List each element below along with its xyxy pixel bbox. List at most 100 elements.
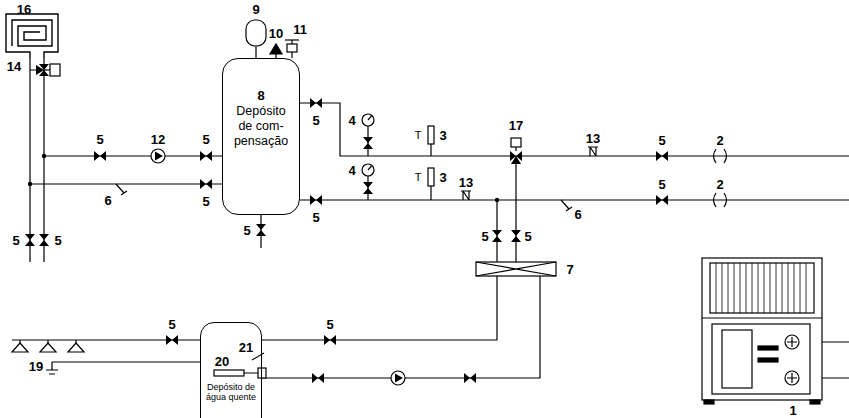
buffer-tank: 8Depósito de com- pensação [222,58,300,215]
callout-number: 5 [243,224,250,237]
callout-number: 5 [326,318,333,331]
callout-number: 5 [481,230,488,243]
shower-head [68,343,84,352]
thermometer [428,168,434,186]
valve-symbol [200,151,212,161]
callout-number: 5 [168,318,175,331]
callout-number: 5 [658,178,665,191]
valve-symbol [310,195,322,205]
callout-number: 5 [658,134,665,147]
valve-symbol [324,335,336,345]
pressure-gauge [362,114,374,126]
valve-symbol [310,98,322,108]
unit-casing [702,258,822,400]
pipe [368,126,431,200]
drain-tap [46,362,58,374]
exchanger-cross [476,262,556,276]
gauges [362,114,434,194]
tank-fittings [246,20,299,54]
callout-number: 13 [459,176,473,189]
valve-symbol [200,179,212,189]
callout-number: 5 [202,133,209,146]
pipe [300,103,849,200]
air-vent [270,44,282,54]
gauge-needle [368,116,372,120]
pipe [262,276,540,378]
floor-heating-coil [6,14,58,58]
valve-symbol [656,151,668,161]
unit-detail [758,358,778,362]
pipe [497,164,516,262]
junction-dot [495,198,499,202]
pipe [30,58,222,262]
exchanger-box [476,262,556,276]
temperature-sensor [252,353,264,360]
coil [6,14,58,58]
fan-grille [710,263,814,313]
junction-dot [42,154,46,158]
callout-number: 2 [716,178,723,191]
callout-number: 8 [231,89,291,104]
heat-exchanger [476,262,556,276]
actuator-stem [515,147,516,151]
callout-number: 9 [252,3,259,16]
callout-number: 4 [348,164,355,177]
callout-number: 10 [269,27,283,40]
flex-connector [714,149,727,163]
callout-number: 21 [239,341,253,354]
valve-symbol [166,335,178,345]
heating-element [258,368,266,378]
flex-connector [714,193,727,207]
valve-symbol [656,195,668,205]
unit-divider [702,317,822,318]
callout-number: T [415,172,422,183]
actuator-stem [44,69,50,70]
expansion-vessel [246,20,266,46]
valve-symbol [363,137,373,149]
callout-number: 5 [312,211,319,224]
unit-connection [787,337,797,383]
grille-lines [716,263,806,313]
callout-number: 14 [7,60,21,73]
unit-panel [722,330,752,388]
thermometer [428,126,434,144]
strainer-symbol [561,200,572,211]
callout-number: 1 [789,404,796,417]
valve-symbol [312,373,324,383]
valve-symbol [94,151,106,161]
pressure-gauge [362,164,374,176]
safety-valve [287,44,297,52]
three-way-valve [36,64,60,76]
callout-number: 6 [104,194,111,207]
valve-symbol [511,230,521,242]
shower-head [40,343,56,352]
callout-number: 16 [17,3,31,16]
junctions [28,154,499,202]
callout-number: 20 [215,355,229,368]
callout-number: 5 [202,195,209,208]
callout-number: 3 [439,171,446,184]
callout-number: 5 [312,114,319,127]
callout-number: 5 [96,133,103,146]
tank-name: Depósito de água quente [203,383,259,403]
check-valve-symbol [588,147,598,156]
actuator [511,138,521,147]
strainer-symbol [116,184,127,195]
junction-dot [28,182,32,186]
callout-number: 5 [12,234,19,247]
unit-foot [704,400,714,404]
valve-port [36,65,44,75]
valve-symbol [492,230,502,242]
callout-number: 2 [716,134,723,147]
pipe [12,340,262,373]
gauge-needle [368,166,372,170]
actuator [50,64,60,76]
valves [25,98,727,385]
callout-number: 4 [348,114,355,127]
unit-panel [712,324,810,394]
mixing-valve [510,138,522,164]
callout-number: 5 [54,234,61,247]
